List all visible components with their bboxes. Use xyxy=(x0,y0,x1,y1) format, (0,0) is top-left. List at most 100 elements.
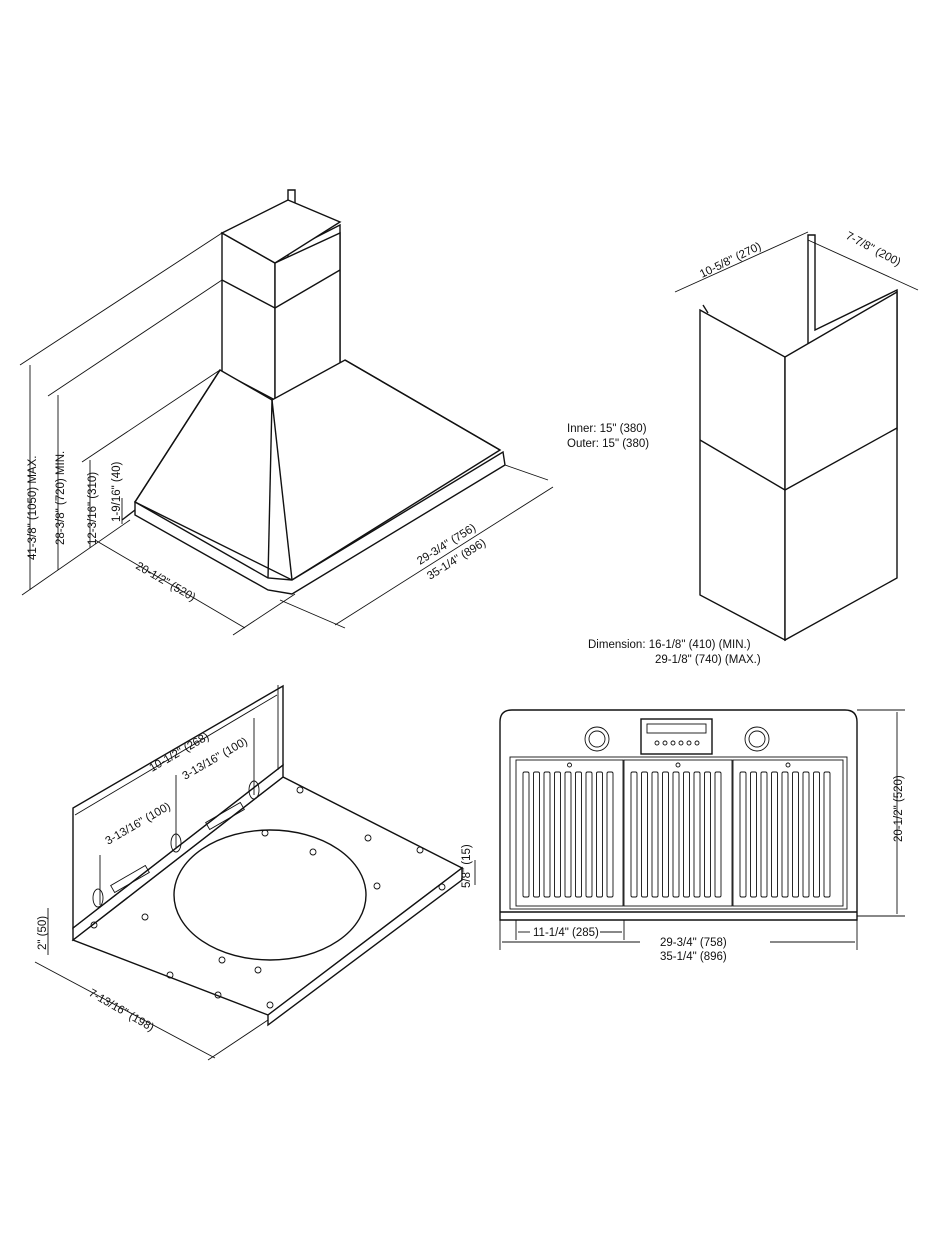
filter-panel-1 xyxy=(515,759,624,907)
filter-slat xyxy=(683,771,690,898)
bracket-view: 10-1/2" (268) 3-13/16" (100) 3-13/16" (1… xyxy=(34,684,476,1061)
filter-slat xyxy=(543,771,551,898)
ext-line-canopy xyxy=(81,369,221,463)
ext-line-width-right xyxy=(504,464,549,481)
control-button xyxy=(686,740,692,746)
label-bottom-width-small: 29-3/4" (758) xyxy=(660,937,727,949)
filter-panel-3 xyxy=(732,759,844,907)
label-bracket-height: 2" (50) xyxy=(37,916,49,950)
filter-slat xyxy=(596,771,603,898)
chimney-dimension-max: 29-1/8" (740) (MAX.) xyxy=(655,654,761,666)
chimney-outer-right xyxy=(784,290,898,642)
label-chimney-width: 10-5/8" (270) xyxy=(698,241,763,281)
filter-frame xyxy=(509,756,848,910)
knob-right-outer xyxy=(744,726,770,752)
ext-line-front xyxy=(232,593,296,636)
label-overall-max: 41-3/8" (1050) MAX. xyxy=(27,456,39,560)
hole xyxy=(254,966,262,974)
ext-line-bottom xyxy=(21,519,131,596)
filter-slat xyxy=(630,771,638,898)
label-filter-width: 11-1/4" (285) xyxy=(533,927,599,939)
label-canopy-height: 12-3/16" (310) xyxy=(87,472,99,545)
chimney-top xyxy=(220,199,342,264)
label-bracket-depth: 7-13/16" (198) xyxy=(87,987,156,1034)
chimney-dimension-min: Dimension: 16-1/8" (410) (MIN.) xyxy=(588,639,751,651)
chimney-inner-note: Inner: 15" (380) xyxy=(567,423,647,435)
knob-right-inner xyxy=(748,730,766,748)
hole xyxy=(90,921,98,929)
hole xyxy=(214,991,222,999)
dim-line-bracket-depth xyxy=(34,961,216,1059)
canopy-front-ridge-b xyxy=(271,399,293,581)
filter-slat xyxy=(554,771,561,898)
bottom-view: 20-1/2" (520) 11-1/4" (285) 29-3/4" (758… xyxy=(499,709,905,963)
control-button xyxy=(662,740,668,746)
filter-slat xyxy=(672,771,680,898)
hole xyxy=(141,913,149,921)
filter-slat xyxy=(771,771,778,898)
canopy-right-ridge xyxy=(344,359,501,451)
filter-handle-dot xyxy=(785,762,791,768)
filter-slat xyxy=(662,771,669,898)
bracket-front-lip xyxy=(267,866,463,1027)
filter-slat xyxy=(606,771,614,898)
filter-slat xyxy=(813,771,820,898)
label-overall-min: 28-3/8" (720) MIN. xyxy=(55,451,67,545)
filter-slat xyxy=(704,771,711,898)
chimney-outer-left xyxy=(699,308,786,642)
filter-slat xyxy=(714,771,722,898)
filter-slat xyxy=(651,771,659,898)
hood-isometric-view: 41-3/8" (1050) MAX. 28-3/8" (720) MIN. 1… xyxy=(19,189,554,636)
hole xyxy=(438,883,446,891)
chimney-outer-note: Outer: 15" (380) xyxy=(567,438,650,450)
hole xyxy=(373,882,381,890)
ext-line-bracket-front xyxy=(207,1019,269,1061)
ext-line-top xyxy=(19,232,223,366)
knob-left-outer xyxy=(584,726,610,752)
chimney-seam-right xyxy=(784,427,898,491)
chimney-view: 10-5/8" (270) 7-7/8" (200) xyxy=(674,230,919,642)
filter-slat xyxy=(802,771,810,898)
filter-slat xyxy=(564,771,572,898)
ext-line-min xyxy=(47,279,223,397)
filter-panel-2 xyxy=(623,759,733,907)
hole xyxy=(166,971,174,979)
label-bottom-width-large: 35-1/4" (896) xyxy=(660,951,727,963)
filter-slat xyxy=(575,771,582,898)
label-bottom-height: 20-1/2" (520) xyxy=(893,775,905,842)
dim-line-bracket-length xyxy=(74,694,278,816)
filter-handle-dot xyxy=(567,762,572,768)
canopy-front-ridge-a xyxy=(267,399,273,579)
hole xyxy=(309,848,317,856)
filter-slat xyxy=(522,771,530,898)
rim-end-left xyxy=(121,509,136,521)
label-chimney-depth: 7-7/8" (200) xyxy=(844,230,903,269)
label-bracket-lip: 5/8" (15) xyxy=(461,844,473,888)
hole xyxy=(261,829,269,837)
filter-slat xyxy=(533,771,540,898)
filter-slat xyxy=(792,771,799,898)
filter-slat xyxy=(750,771,757,898)
bracket-slot-a xyxy=(110,864,150,894)
dim-line-depth xyxy=(94,539,246,629)
filter-slat xyxy=(693,771,701,898)
filter-slat xyxy=(585,771,593,898)
bracket-duct-opening xyxy=(173,829,367,961)
filter-slat xyxy=(760,771,768,898)
chimney-joint-right xyxy=(274,269,341,309)
hole xyxy=(266,1001,274,1009)
hole xyxy=(296,786,304,794)
control-button xyxy=(654,740,660,746)
knob-left-inner xyxy=(588,730,606,748)
control-button xyxy=(670,740,676,746)
chimney-corner-tick xyxy=(702,304,709,314)
hole xyxy=(218,956,226,964)
hole xyxy=(364,834,372,842)
hole xyxy=(416,846,424,854)
chimney-joint-left xyxy=(221,279,276,309)
ext-line-width-left xyxy=(279,599,346,629)
dim-line-chimney-depth xyxy=(807,239,919,291)
filter-slat xyxy=(739,771,747,898)
